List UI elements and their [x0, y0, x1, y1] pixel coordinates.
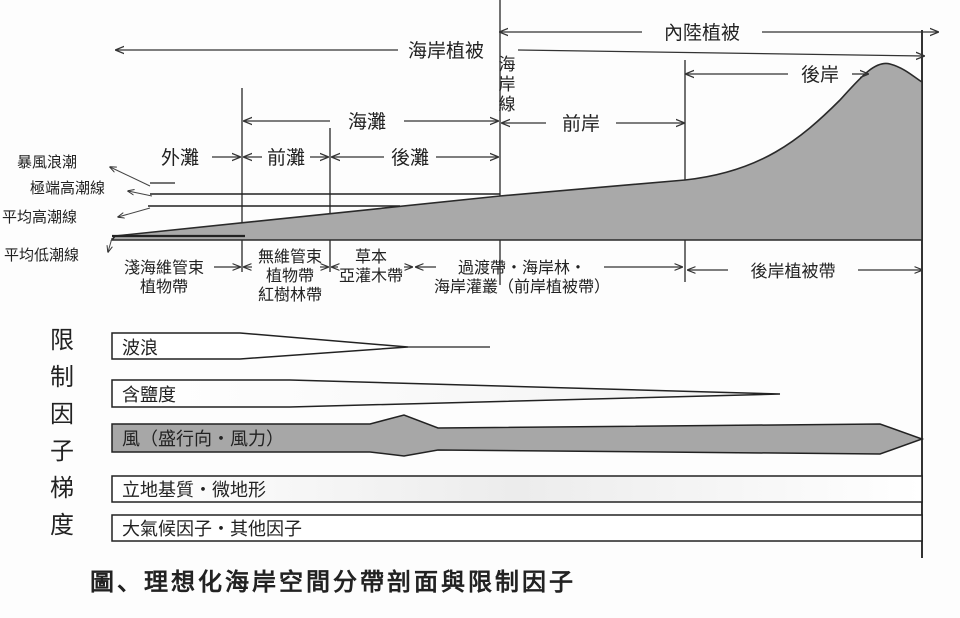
extreme-pointer-arrow	[128, 191, 153, 197]
factors-title-char-4: 子	[50, 437, 74, 465]
terrain-profile	[110, 62, 923, 241]
tide-label-mean-high: 平均高潮線	[2, 208, 77, 226]
tide-label-extreme-high: 極端高潮線	[30, 179, 105, 197]
band-5-line-1: 後岸植被帶	[751, 262, 836, 282]
beach-label: 海灘	[348, 111, 386, 133]
factors-title-char-1: 限	[50, 326, 74, 354]
wave-gradient-bar	[111, 332, 409, 360]
mean-high-pointer-arrow	[118, 207, 151, 217]
foreshore-label: 前灘	[267, 147, 305, 169]
backshore-label: 後灘	[391, 147, 429, 169]
inland-vegetation-label: 內陸植被	[664, 22, 740, 44]
coastal-vegetation-label: 海岸植被	[408, 40, 484, 62]
storm-pointer-arrow	[110, 167, 151, 187]
outer-beach-label: 外灘	[161, 147, 199, 169]
band-2-line-2: 植物帶	[266, 266, 314, 285]
salinity-gradient-bar	[111, 379, 781, 408]
band-3-line-2: 亞灌木帶	[339, 266, 403, 285]
band-2-line-3: 紅樹林帶	[258, 285, 322, 304]
factors-title-char-5: 梯	[50, 474, 74, 502]
band-3-line-1: 草本	[355, 247, 387, 266]
macroclimate-gradient-bar	[111, 514, 923, 542]
band-2-line-1: 無維管束	[258, 247, 322, 266]
factor-wind-label: 風（盛行向・風力）	[122, 429, 284, 450]
factor-substrate-label: 立地基質・微地形	[122, 480, 266, 501]
back-coast-label: 後岸	[801, 64, 839, 86]
factors-title-char-2: 制	[50, 363, 74, 391]
factors-title-char-3: 因	[50, 400, 74, 428]
factors-title-char-6: 度	[50, 511, 74, 539]
factor-macroclimate-label: 大氣候因子・其他因子	[122, 519, 302, 540]
factor-waves-label: 波浪	[122, 338, 158, 359]
band-4-line-1: 過渡帶・海岸林・	[458, 258, 586, 277]
tide-label-storm: 暴風浪潮	[17, 153, 77, 171]
band-1-line-1: 淺海維管束	[124, 258, 204, 277]
band-4-line-2: 海岸灌叢（前岸植被帶）	[434, 277, 610, 296]
figure-caption: 圖、理想化海岸空間分帶剖面與限制因子	[90, 567, 576, 596]
shoreline-char-1: 海	[499, 55, 516, 75]
tide-label-mean-low: 平均低潮線	[4, 246, 79, 264]
shoreline-char-3: 線	[499, 95, 516, 115]
band-1-line-2: 植物帶	[140, 277, 188, 296]
front-coast-label: 前岸	[562, 113, 600, 135]
mean-low-pointer-arrow	[108, 237, 112, 252]
wind-gradient-bar	[111, 414, 925, 457]
coastal-arrow-right	[517, 49, 924, 56]
substrate-gradient-bar	[111, 475, 923, 503]
factor-salinity-label: 含鹽度	[122, 385, 176, 406]
shoreline-char-2: 岸	[499, 75, 516, 95]
